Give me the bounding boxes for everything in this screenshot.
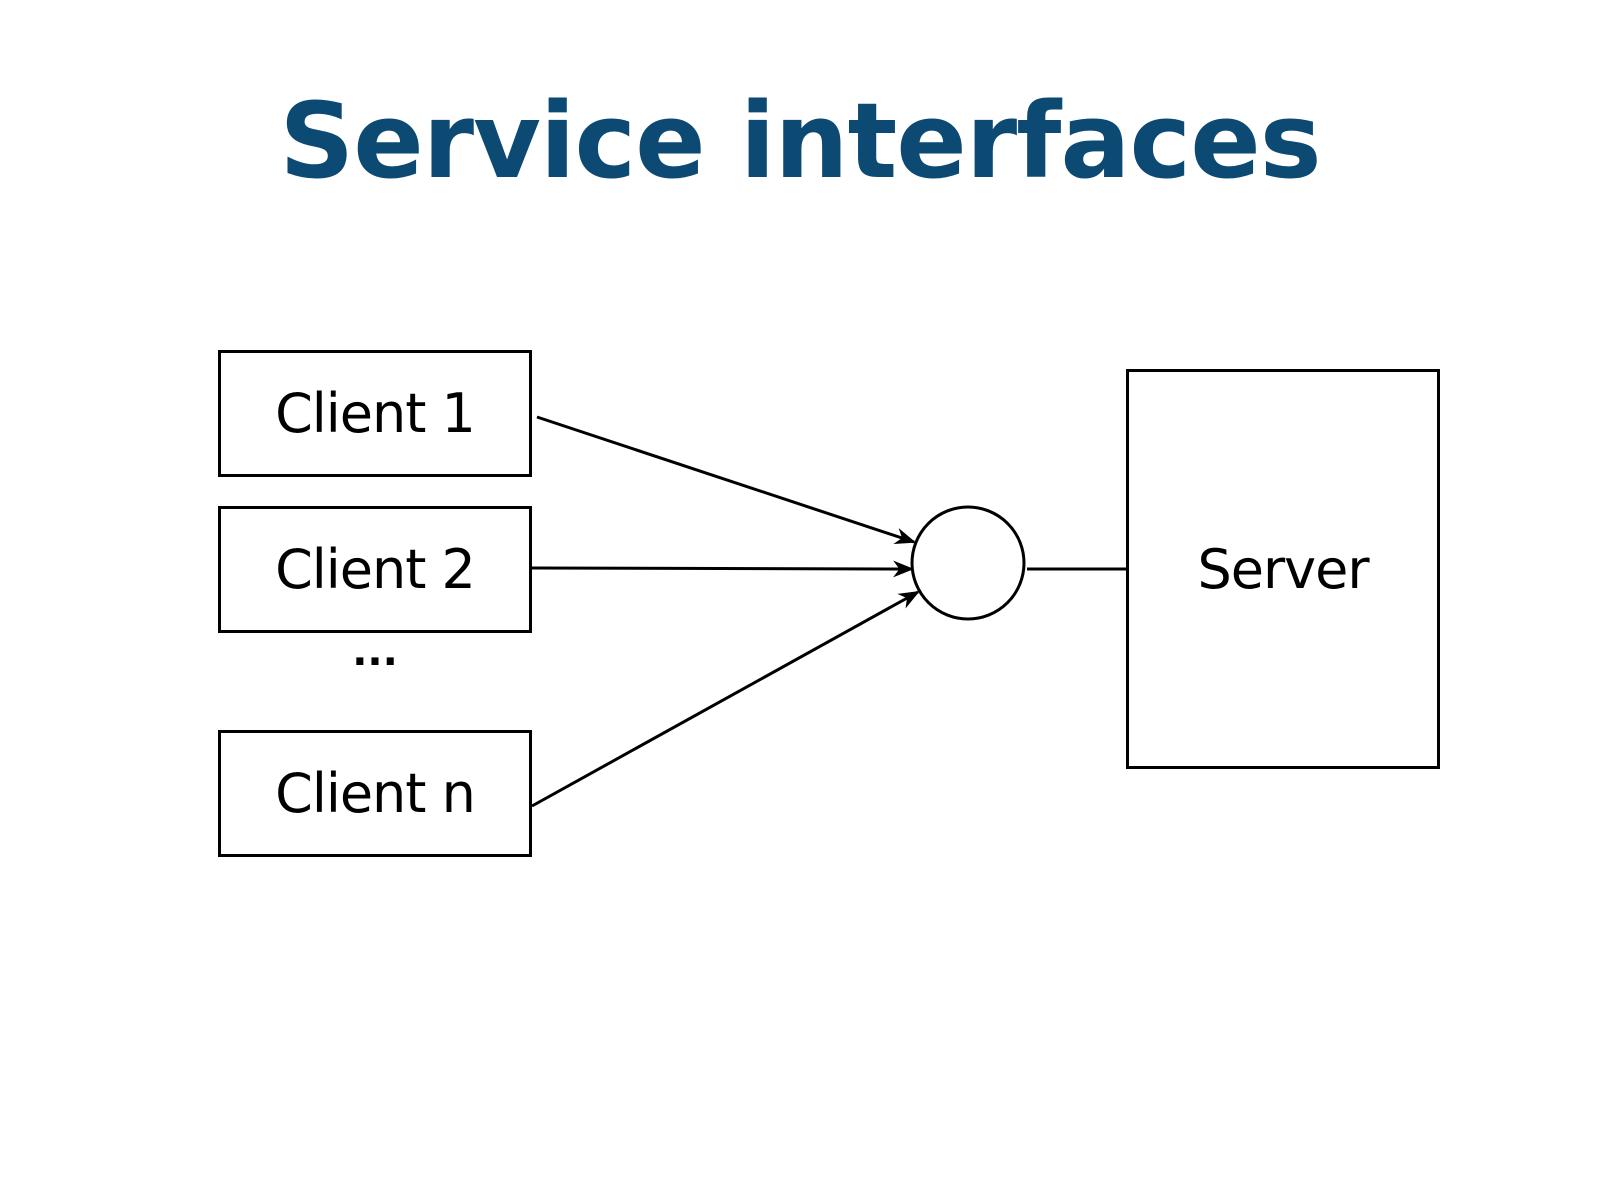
slide-title: Service interfaces xyxy=(279,80,1321,202)
interface-node xyxy=(910,505,1026,621)
client-n-box: Client n xyxy=(218,730,532,857)
server-box: Server xyxy=(1126,369,1440,769)
arrow-client2-to-interface xyxy=(531,560,915,578)
client-2-box: Client 2 xyxy=(218,506,532,633)
arrow-clientn-to-interface xyxy=(531,590,920,808)
client-1-box: Client 1 xyxy=(218,350,532,477)
client-n-label: Client n xyxy=(275,762,476,825)
more-clients-ellipsis: ... xyxy=(352,629,398,675)
client-1-label: Client 1 xyxy=(275,382,476,445)
arrow-client1-to-interface xyxy=(536,415,916,545)
server-label: Server xyxy=(1197,537,1369,601)
client-2-label: Client 2 xyxy=(275,538,476,601)
